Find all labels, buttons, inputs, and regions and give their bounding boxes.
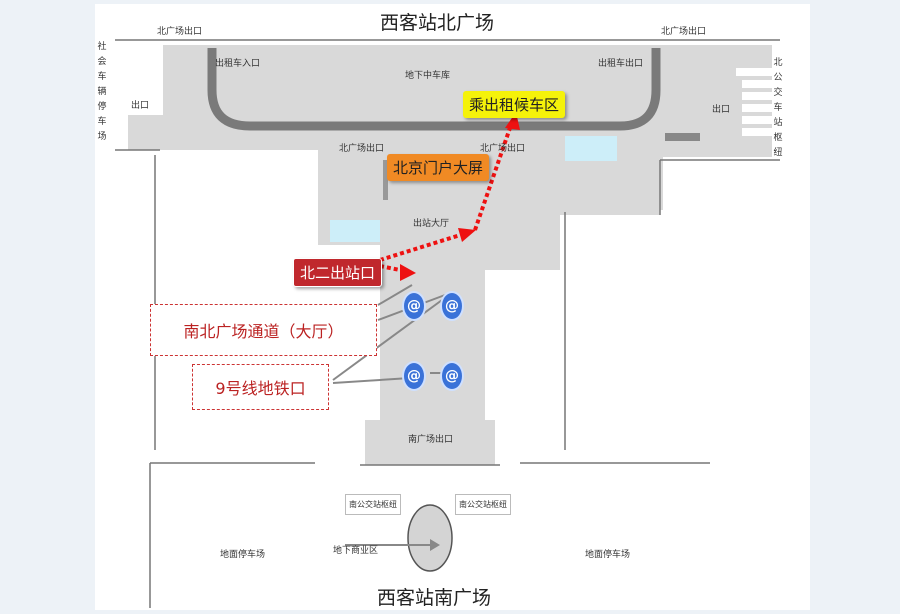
garage-label: 地下中车库 [405, 71, 451, 81]
south-bus-hub-right: 南公交站枢纽 [455, 494, 511, 515]
north-exit-right-label: 北广场出口 [661, 27, 707, 37]
taxi-entrance-label: 出租车入口 [215, 59, 261, 69]
south-exit-area [365, 420, 495, 465]
north-exit-left-label: 北广场出口 [157, 27, 203, 37]
north2-exit-callout: 北二出站口 [293, 258, 383, 287]
north-plaza-title: 西客站北广场 [380, 12, 495, 34]
station-map: 西客站北广场 西客站南广场 北广场出口 北广场出口 出租车入口 出租车出口 地下… [95, 4, 810, 610]
commercial-circle [407, 504, 453, 572]
south-exit-label: 南广场出口 [408, 435, 454, 445]
floor-plan [115, 39, 780, 608]
north-exit-inner-left-label: 北广场出口 [339, 144, 385, 154]
north-bus-hub-label: 北公交车站枢纽 [773, 58, 783, 158]
north-area [163, 45, 663, 150]
exit-right-label: 出口 [712, 105, 731, 115]
north-exit-inner-right-label: 北广场出口 [480, 144, 526, 154]
taxi-waiting-callout: 乘出租候车区 [463, 91, 566, 118]
exit-hall-label: 出站大厅 [413, 219, 450, 229]
central-hall [380, 148, 485, 448]
beijing-screen-callout: 北京门户大屏 [387, 154, 490, 181]
metro-line9-callout: 9号线地铁口 [192, 364, 329, 410]
exit-left-label: 出口 [131, 101, 150, 111]
south-plaza-title: 西客站南广场 [377, 587, 492, 609]
commercial-label: 地下商业区 [333, 546, 379, 556]
ns-passage-callout: 南北广场通道（大厅） [150, 304, 377, 356]
route-arrows [379, 121, 514, 274]
ground-parking-left-label: 地面停车场 [220, 550, 266, 560]
metro-icon: @ [440, 361, 464, 391]
south-bus-hub-left: 南公交站枢纽 [345, 494, 401, 515]
ground-parking-right-label: 地面停车场 [585, 550, 631, 560]
social-parking-label: 社会车辆停车场 [97, 42, 107, 142]
metro-icon: @ [402, 291, 426, 321]
taxi-exit-label: 出租车出口 [598, 59, 644, 69]
metro-icon: @ [402, 361, 426, 391]
metro-icon: @ [440, 291, 464, 321]
